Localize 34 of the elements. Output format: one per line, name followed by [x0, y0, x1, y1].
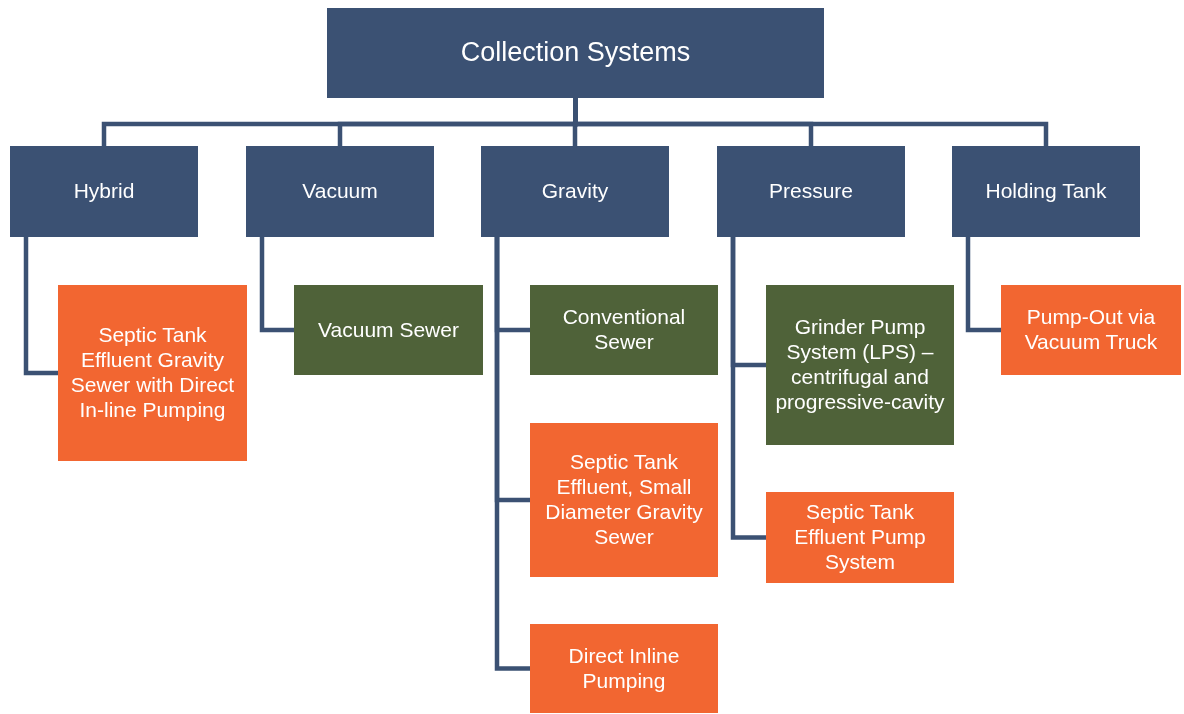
box-label: Septic Tank Effluent Gravity Sewer with Direct In-line Pumping	[69, 323, 236, 423]
box-label: Vacuum Sewer	[318, 317, 459, 343]
box-label: Grinder Pump System (LPS) – centrifugal and progressive-cavity	[774, 315, 946, 415]
box-label: Collection Systems	[460, 37, 691, 69]
connector-line	[23, 237, 58, 376]
category-box	[481, 146, 669, 237]
connector-line	[965, 237, 1001, 333]
category-box	[952, 146, 1140, 237]
system-box	[530, 285, 718, 375]
system-box	[1001, 285, 1181, 375]
connector-line	[259, 237, 294, 333]
box-label: Direct Inline Pumping	[567, 643, 681, 694]
box-label: Pump-Out via Vacuum Truck	[1023, 305, 1159, 355]
box-label: Septic Tank Effluent, Small Diameter Gravity Sewer	[544, 450, 704, 550]
system-box	[294, 285, 483, 375]
box-label: Hybrid	[73, 179, 135, 204]
root-box	[327, 8, 824, 98]
system-box	[530, 423, 718, 577]
system-box	[766, 285, 954, 445]
system-box	[530, 624, 718, 713]
system-box	[766, 492, 954, 583]
connector-line	[730, 237, 766, 540]
system-box	[58, 285, 247, 461]
category-box	[10, 146, 198, 237]
box-label: Gravity	[541, 179, 609, 204]
box-label: Pressure	[769, 179, 853, 204]
connector-line	[494, 237, 530, 671]
box-label: Holding Tank	[985, 179, 1107, 204]
category-box	[246, 146, 434, 237]
box-label: Septic Tank Effluent Pump System	[793, 500, 927, 575]
box-label: Vacuum	[302, 179, 378, 204]
connector-line	[573, 98, 1049, 146]
category-box	[717, 146, 905, 237]
box-label: Conventional Sewer	[561, 305, 687, 355]
